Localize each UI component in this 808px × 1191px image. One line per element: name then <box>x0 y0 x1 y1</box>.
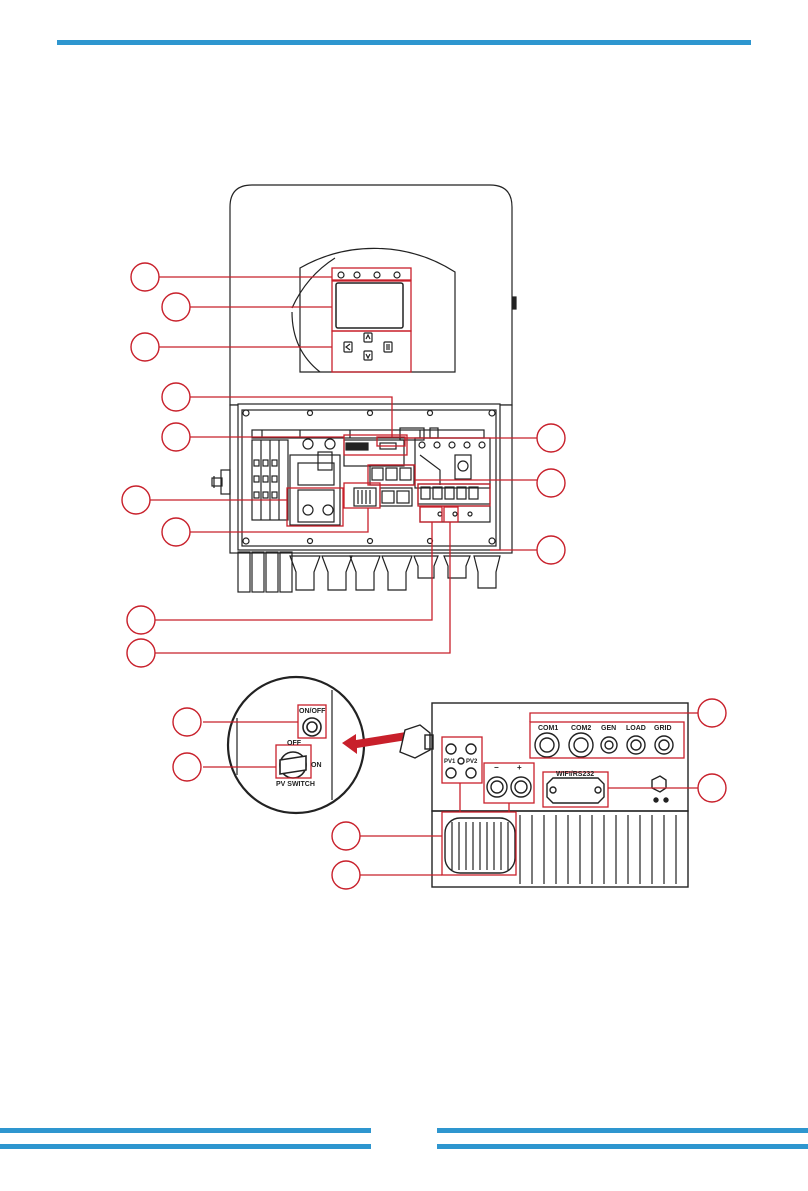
pv1-label: PV1 <box>444 759 456 765</box>
pv2-label: PV2 <box>466 759 478 765</box>
minus-label: − <box>494 763 499 772</box>
callout-circle <box>537 469 565 497</box>
switch-on-label: ON <box>311 762 322 769</box>
callout-circle <box>537 536 565 564</box>
callout-circle <box>332 861 360 889</box>
callout-circle <box>127 606 155 634</box>
callout-circle <box>332 822 360 850</box>
load-label: LOAD <box>626 725 646 732</box>
callout-circle <box>537 424 565 452</box>
plus-label: + <box>517 763 522 772</box>
switch-off-label: OFF <box>287 740 302 747</box>
gen-label: GEN <box>601 725 616 732</box>
callout-circle <box>162 293 190 321</box>
onoff-label: ON/OFF <box>299 708 326 715</box>
bottom-callout-boxes <box>442 722 684 875</box>
callout-circle <box>131 333 159 361</box>
com2-label: COM2 <box>571 725 591 732</box>
callout-circle <box>122 486 150 514</box>
wifi-label: WIFI/RS232 <box>556 771 594 778</box>
callout-circle <box>127 639 155 667</box>
callout-circle <box>162 423 190 451</box>
callout-circle <box>698 774 726 802</box>
pv-switch-label: PV SWITCH <box>276 781 315 788</box>
zoom-arrow <box>342 732 407 754</box>
grid-label: GRID <box>654 725 672 732</box>
callout-circle <box>162 383 190 411</box>
callout-circle <box>698 699 726 727</box>
pv-switch-zoom-red <box>203 705 326 778</box>
inverter-front-view <box>212 185 516 592</box>
callout-circle <box>173 753 201 781</box>
pv-switch-callouts <box>173 708 201 781</box>
callout-circle <box>162 518 190 546</box>
callout-circle <box>173 708 201 736</box>
com1-label: COM1 <box>538 725 558 732</box>
callout-circle <box>131 263 159 291</box>
